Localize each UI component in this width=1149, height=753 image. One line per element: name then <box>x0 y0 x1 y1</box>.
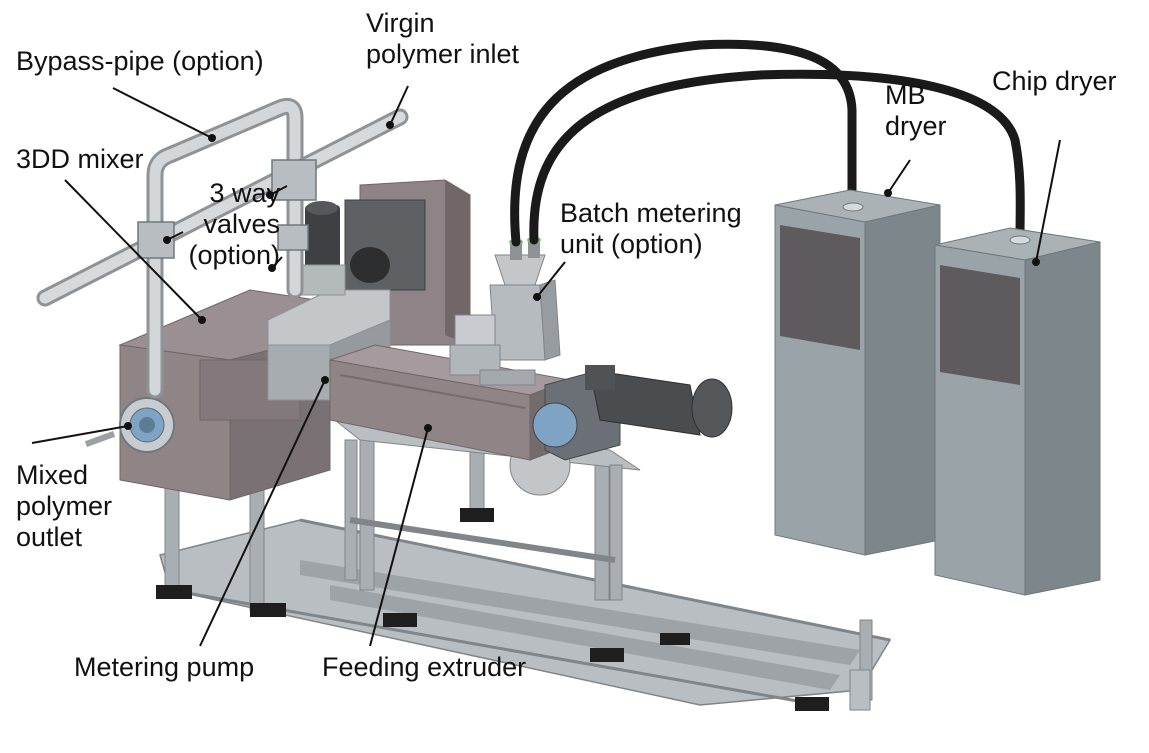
metering-pump-block <box>267 264 391 401</box>
label-mb-dryer: MB dryer <box>885 80 947 141</box>
mb-dryer <box>774 189 941 556</box>
label-3dd-mixer: 3DD mixer <box>16 144 144 174</box>
batch-metering-unit <box>449 237 561 386</box>
label-chip-dryer: Chip dryer <box>992 66 1117 96</box>
leader-dots <box>124 121 1040 432</box>
dryer-hoses <box>510 39 1025 247</box>
chip-dryer <box>934 227 1101 596</box>
label-3-way-valves: 3 way valves (option) <box>188 178 280 270</box>
label-feeding-extruder: Feeding extruder <box>322 652 527 682</box>
label-metering-pump: Metering pump <box>74 652 255 682</box>
label-virgin-polymer-inlet: Virgin polymer inlet <box>366 8 520 69</box>
leader-lines <box>31 85 1061 647</box>
label-bypass-pipe: Bypass-pipe (option) <box>16 46 264 76</box>
label-mixed-polymer-outlet: Mixed polymer outlet <box>16 460 113 552</box>
label-batch-metering-unit: Batch metering unit (option) <box>560 198 742 259</box>
